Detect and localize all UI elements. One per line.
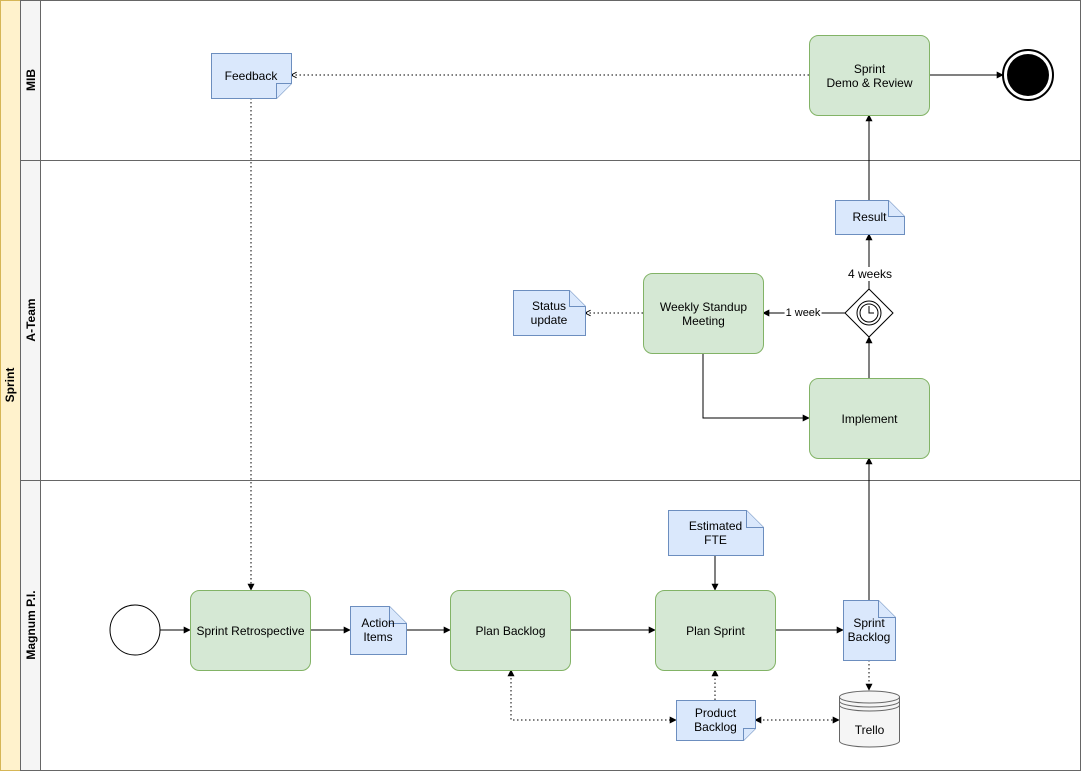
lane-label-magnum: Magnum P.I.: [24, 590, 38, 660]
pool-label: Sprint: [3, 367, 17, 403]
doc-product-backlog-fold: [743, 728, 756, 741]
task-demo-review[interactable]: [809, 35, 930, 116]
doc-status-update[interactable]: [513, 290, 586, 336]
edge-standup-to-implement: [702, 353, 810, 422]
task-label-weekly-standup: Weekly Standup Meeting: [659, 299, 748, 328]
task-label-plan-sprint: Plan Sprint: [686, 623, 745, 638]
task-weekly-standup[interactable]: [643, 273, 764, 354]
task-plan-backlog[interactable]: [450, 590, 571, 671]
doc-label-estimated-fte: Estimated FTE: [688, 518, 743, 547]
lane-label-mib: MIB: [24, 69, 38, 91]
assoc-plan-backlog-product-backlog: [507, 669, 677, 724]
end-event-inner: [1007, 54, 1049, 96]
task-label-implement: Implement: [841, 411, 898, 426]
doc-label-feedback: Feedback: [224, 68, 278, 83]
datastore-trello[interactable]: [839, 690, 900, 748]
doc-result-fold: [888, 200, 905, 217]
doc-sprint-backlog-fold: [878, 600, 896, 618]
task-label-sprint-retrospective: Sprint Retrospective: [196, 623, 305, 638]
task-label-demo-review: Sprint Demo & Review: [826, 61, 913, 90]
doc-label-status-update: Status update: [530, 298, 568, 327]
timer-hands: [868, 306, 874, 314]
doc-action-items-fold: [389, 606, 407, 624]
edge-label-four-weeks: 4 weeks: [846, 267, 894, 281]
start-event[interactable]: [109, 604, 161, 656]
doc-label-result: Result: [852, 210, 887, 224]
task-label-plan-backlog: Plan Backlog: [475, 623, 546, 638]
doc-status-update-fold: [569, 290, 586, 307]
task-implement[interactable]: [809, 378, 930, 459]
doc-result[interactable]: [835, 200, 905, 235]
datastore-label-trello: Trello: [854, 723, 885, 737]
doc-label-product-backlog: Product Backlog: [694, 706, 737, 734]
doc-label-sprint-backlog: Sprint Backlog: [847, 616, 891, 644]
edge-label-one-week: 1 week: [784, 307, 822, 319]
doc-estimated-fte[interactable]: [668, 510, 764, 556]
doc-label-action-items: Action Items: [361, 616, 395, 644]
task-sprint-retrospective[interactable]: [190, 590, 311, 671]
lane-label-a-team: A-Team: [24, 298, 38, 342]
task-plan-sprint[interactable]: [655, 590, 776, 671]
doc-feedback-fold: [276, 83, 292, 99]
doc-estimated-fte-fold: [746, 510, 764, 528]
